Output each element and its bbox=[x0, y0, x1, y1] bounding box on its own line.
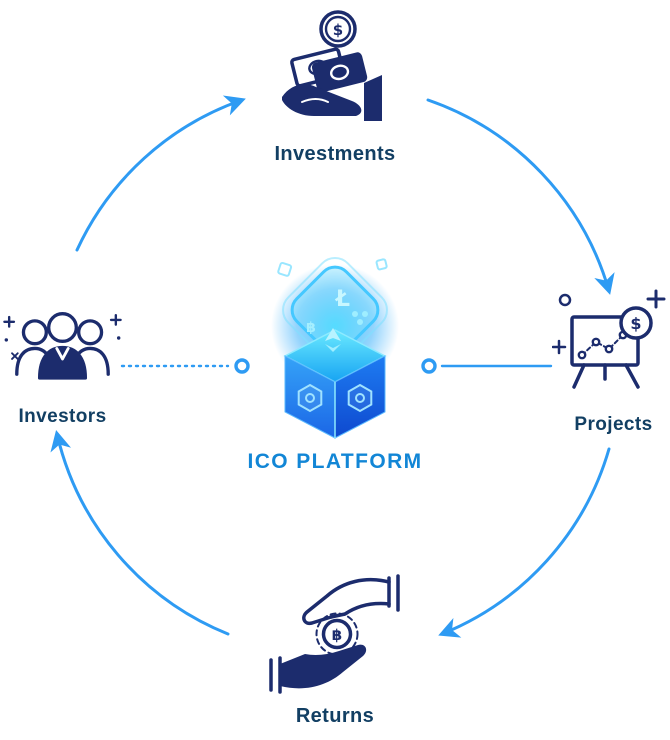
dollar-coin-icon: $ bbox=[319, 10, 357, 48]
coin-dollar-glyph: $ bbox=[630, 314, 641, 333]
arc-investors-to-investments bbox=[75, 95, 246, 252]
center-platform-label: ICO PLATFORM bbox=[247, 450, 423, 473]
upper-hand-icon bbox=[302, 574, 400, 626]
projects-label: Projects bbox=[574, 414, 653, 435]
coin-bitcoin-glyph: ฿ bbox=[332, 626, 342, 644]
decor-circle bbox=[558, 293, 572, 307]
person-head bbox=[77, 319, 104, 346]
plus-icon bbox=[552, 339, 567, 355]
person-head bbox=[21, 319, 48, 346]
arc-projects-to-returns bbox=[438, 447, 611, 638]
connector-left-ring bbox=[234, 358, 250, 374]
projects-icon: $ bbox=[552, 289, 666, 389]
person-head bbox=[47, 312, 78, 343]
floating-square bbox=[277, 261, 293, 277]
crypto-symbols: Ł ฿ bbox=[306, 287, 368, 352]
litecoin-icon: Ł bbox=[335, 287, 350, 312]
bitcoin-icon: ฿ bbox=[306, 320, 316, 336]
plus-icon bbox=[109, 313, 122, 326]
lower-hand-icon bbox=[269, 644, 367, 694]
hexagon-emblems bbox=[297, 383, 373, 413]
banknotes-icon bbox=[290, 47, 368, 93]
arc-investments-to-projects bbox=[426, 98, 615, 295]
investors-icon bbox=[3, 312, 122, 380]
connector-right-ring bbox=[421, 358, 437, 374]
ripple-icon bbox=[352, 311, 368, 325]
returns-label: Returns bbox=[295, 705, 375, 727]
investments-label: Investments bbox=[274, 143, 396, 165]
cube-faces bbox=[283, 329, 387, 439]
plus-icon bbox=[646, 289, 666, 309]
returns-icon: ฿ bbox=[269, 574, 400, 694]
sparkle-dot bbox=[4, 338, 9, 342]
open-hand-icon bbox=[282, 75, 382, 121]
chart-line bbox=[581, 334, 624, 356]
bitcoin-coin-icon: ฿ bbox=[321, 618, 353, 650]
portal-frames bbox=[282, 257, 388, 363]
investors-label: Investors bbox=[18, 406, 107, 427]
arc-returns-to-investors bbox=[50, 430, 230, 636]
sparkle-dot bbox=[116, 336, 121, 340]
dollar-coin-icon: $ bbox=[619, 306, 653, 340]
ethereum-icon bbox=[325, 328, 341, 352]
investments-icon: $ bbox=[282, 10, 382, 121]
collar bbox=[55, 347, 70, 361]
plus-icon bbox=[3, 315, 16, 328]
person-body bbox=[37, 345, 88, 380]
floating-square bbox=[375, 258, 388, 271]
crypto-cube-icon: Ł ฿ bbox=[271, 257, 399, 439]
sparkle-cross bbox=[11, 352, 19, 360]
coin-dollar-glyph: $ bbox=[333, 21, 343, 39]
